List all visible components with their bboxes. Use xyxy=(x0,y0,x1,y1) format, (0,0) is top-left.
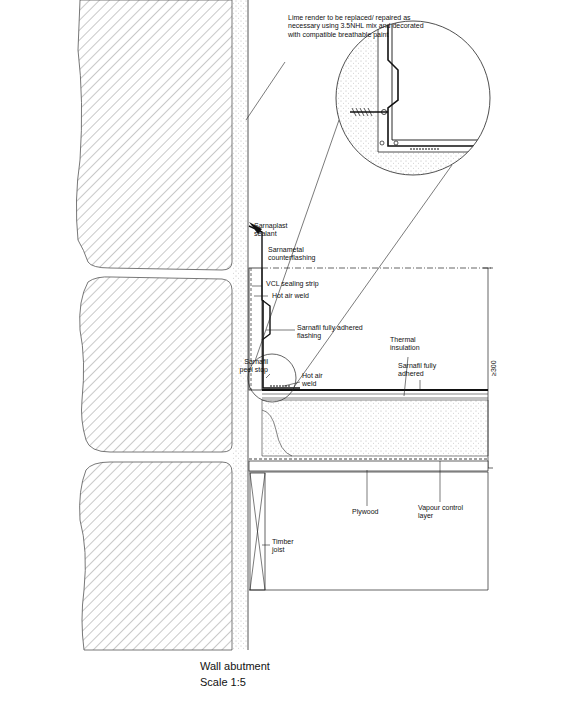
part-label: Vapour control layer xyxy=(418,504,478,521)
part-label: VCL sealing strip xyxy=(266,280,336,288)
flashing xyxy=(263,300,300,388)
part-label: Hot air weld xyxy=(272,292,332,300)
part-label: Sarnafil fully adhered xyxy=(398,362,458,379)
roof-buildup xyxy=(249,390,488,590)
dimension-label: ≥300 xyxy=(490,360,498,376)
part-label: Hot air weld xyxy=(302,372,332,389)
lime-render xyxy=(232,0,248,650)
scale-caption: Scale 1:5 xyxy=(200,676,246,689)
part-label: Plywood xyxy=(352,508,402,516)
part-label: Sarnafil fully adhered flashing xyxy=(297,324,375,341)
part-label: Sarnametal counterflashing xyxy=(268,246,324,263)
note-text: Lime render to be replaced/ repaired as … xyxy=(288,14,428,39)
part-label: Sarnafil peel stop xyxy=(230,358,268,375)
enlarged-detail xyxy=(330,20,500,182)
part-label: Thermal insulation xyxy=(390,336,440,353)
drawing-title: Wall abutment xyxy=(200,660,270,673)
part-label: Timber joist xyxy=(272,538,306,555)
stone-wall xyxy=(76,0,232,650)
part-label: Sarnaplast sealant xyxy=(254,222,298,239)
leader-lines xyxy=(246,62,440,545)
